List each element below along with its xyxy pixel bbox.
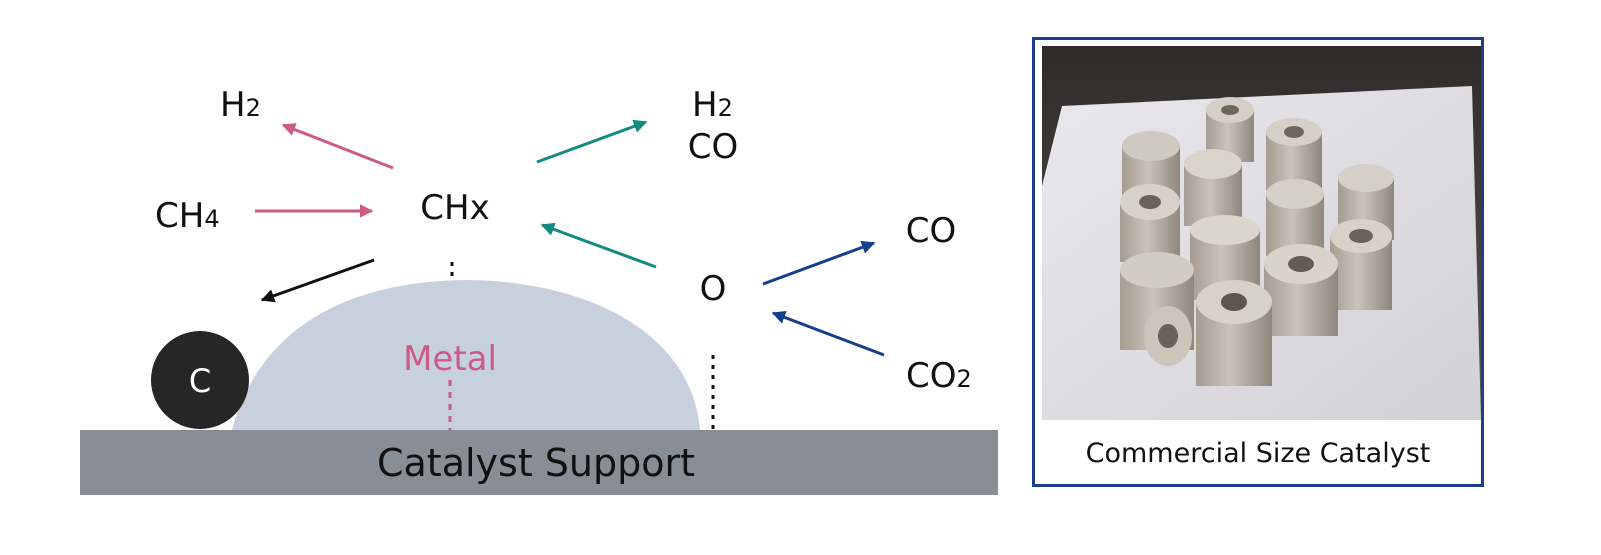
co-syngas-label: CO bbox=[688, 127, 739, 167]
arrow-chx-to-carbon bbox=[260, 258, 375, 303]
catalyst-support-label: Catalyst Support bbox=[377, 441, 695, 485]
arrow-co2-to-oxygen bbox=[771, 310, 885, 357]
catalyst-pellets-image bbox=[1042, 46, 1481, 420]
chx-label: CHx bbox=[420, 188, 489, 228]
h2-product-label: H2 bbox=[220, 85, 261, 125]
arrow-to-h2-co bbox=[536, 119, 648, 164]
oxygen-label: O bbox=[700, 269, 727, 309]
carbon-deposit bbox=[151, 331, 249, 429]
co-product-label: CO bbox=[906, 211, 957, 251]
photo-caption: Commercial Size Catalyst bbox=[1085, 438, 1431, 469]
metal-label: Metal bbox=[403, 339, 497, 379]
arrow-oxygen-to-chx bbox=[540, 222, 657, 269]
carbon-label: C bbox=[189, 362, 211, 400]
catalyst-pellets bbox=[1120, 97, 1394, 386]
catalyst-mechanism-diagram: Catalyst Support C Metal H2 CH4 CHx H2 C… bbox=[80, 85, 998, 495]
arrow-chx-to-h2 bbox=[281, 123, 394, 170]
metal-particle bbox=[232, 280, 700, 430]
catalyst-support bbox=[80, 430, 998, 495]
co2-label: CO2 bbox=[906, 356, 972, 396]
ch4-label: CH4 bbox=[155, 196, 220, 236]
catalyst-photo bbox=[1042, 46, 1481, 420]
catalyst-photo-panel: Commercial Size Catalyst bbox=[1032, 37, 1484, 487]
h2-syngas-label: H2 bbox=[692, 85, 733, 125]
arrow-oxygen-to-co bbox=[762, 240, 876, 286]
